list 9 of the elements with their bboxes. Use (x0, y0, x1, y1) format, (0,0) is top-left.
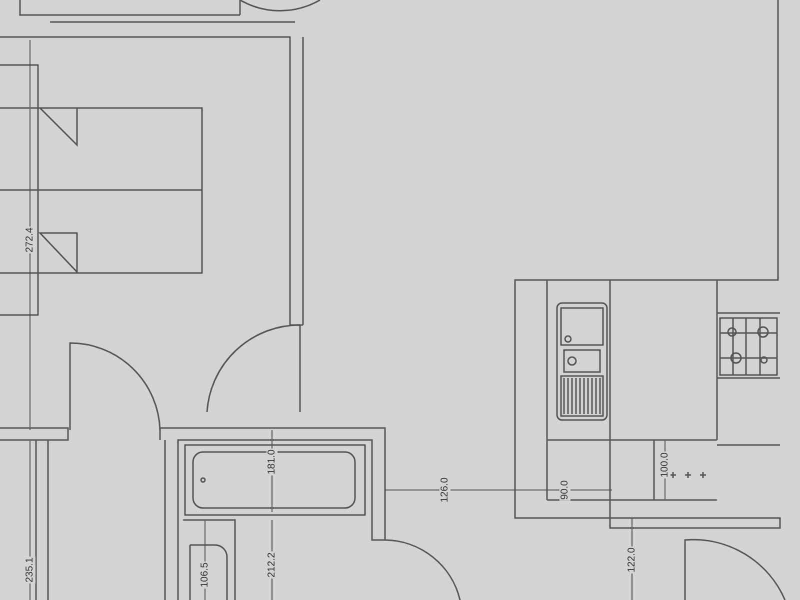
dimension-label: 106.5 (200, 561, 210, 589)
dimension-label: 126.0 (440, 476, 450, 504)
dimension-label: 90.0 (560, 479, 570, 501)
dimension-label: 181.0 (266, 448, 278, 476)
dimension-label: 100.0 (660, 451, 670, 479)
dimension-label: 272.4 (24, 226, 36, 254)
dimension-label: 235.1 (24, 556, 36, 584)
dimension-label: 212.2 (266, 551, 278, 579)
dimension-label: 122.0 (626, 546, 638, 574)
